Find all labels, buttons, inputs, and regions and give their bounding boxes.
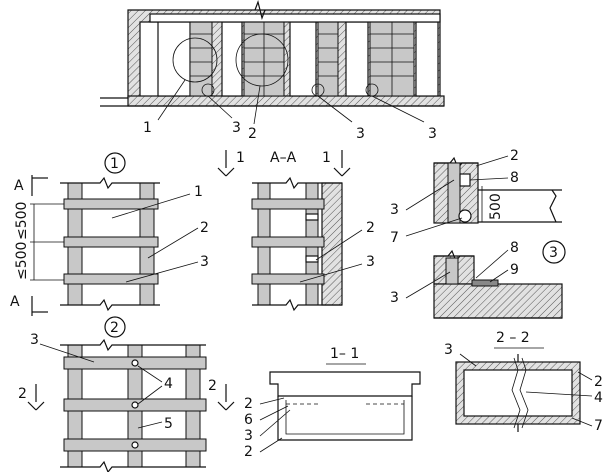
section-22: 2 – 2 3 2 4 7 [444,330,603,434]
section-11-callout-2b: 2 [244,444,253,460]
section-22-title: 2 – 2 [496,330,530,346]
detail-1-dim-1: ≤500 [14,202,30,240]
detail-1-callout-2: 2 [200,220,209,236]
top-callout-2: 2 [248,126,257,142]
section-11-callout-2a: 2 [244,396,253,412]
detail-2-callout-5: 5 [164,416,173,432]
detail-circle-1 [172,37,218,83]
top-view: 1 3 2 3 3 [100,0,445,142]
detail-1-callout-3: 3 [200,254,209,270]
section-aa-title: A–A [270,150,297,166]
section-aa-cut-right: 1 [322,150,331,166]
detail-3-callout-8b: 8 [510,240,519,256]
top-callout-3b: 3 [356,126,365,142]
section-22-callout-3: 3 [444,342,453,358]
detail-3-callout-3b: 3 [390,290,399,306]
detail-2-marker-label: 2 [110,320,119,336]
detail-circle-2 [235,33,289,87]
detail-3-marker-label: 3 [549,245,558,261]
detail-3-marker [542,240,566,264]
detail-3-callout-8a: 8 [510,170,519,186]
detail-1-marker [104,152,126,174]
detail-3-callout-2: 2 [510,148,519,164]
top-callout-3a: 3 [232,120,241,136]
section-22-callout-2: 2 [594,374,603,390]
detail-3-callout-9: 9 [510,262,519,278]
section-a-top: A [14,178,24,194]
detail-2-cut-right: 2 [208,378,217,394]
top-openings [157,21,439,97]
section-aa-cut-left: 1 [236,150,245,166]
detail-3: 2 8 3 7 500 3 8 9 3 [390,148,566,319]
detail-2-callout-4: 4 [164,376,173,392]
section-11-callout-3: 3 [244,428,253,444]
detail-3-callout-3a: 3 [390,202,399,218]
section-aa-callout-3: 3 [366,254,375,270]
detail-2: 2 2 2 3 4 5 [18,316,235,472]
detail-1-callout-1: 1 [194,184,203,200]
detail-1-marker-label: 1 [110,156,119,172]
top-callout-1: 1 [143,120,152,136]
top-rebar-cages [189,21,415,97]
detail-3-callout-7: 7 [390,230,399,246]
detail-2-marker [104,316,126,338]
detail-1-dim-2: ≤500 [14,242,30,280]
top-callout-3c: 3 [428,126,437,142]
detail-3-dim: 500 [488,193,504,220]
detail-1: 1 A A ≤500 ≤500 1 2 3 [10,152,209,316]
section-11-title: 1– 1 [330,346,359,362]
section-aa-callout-2: 2 [366,220,375,236]
detail-2-cut-left: 2 [18,386,27,402]
section-11: 1– 1 2 6 3 2 [244,346,421,460]
section-22-callout-4: 4 [594,390,603,406]
section-aa: A–A 1 1 2 3 [217,150,375,312]
detail-2-callout-3: 3 [30,332,39,348]
section-a-bottom: A [10,294,20,310]
section-22-callout-7: 7 [594,418,603,434]
section-11-callout-6: 6 [244,412,253,428]
